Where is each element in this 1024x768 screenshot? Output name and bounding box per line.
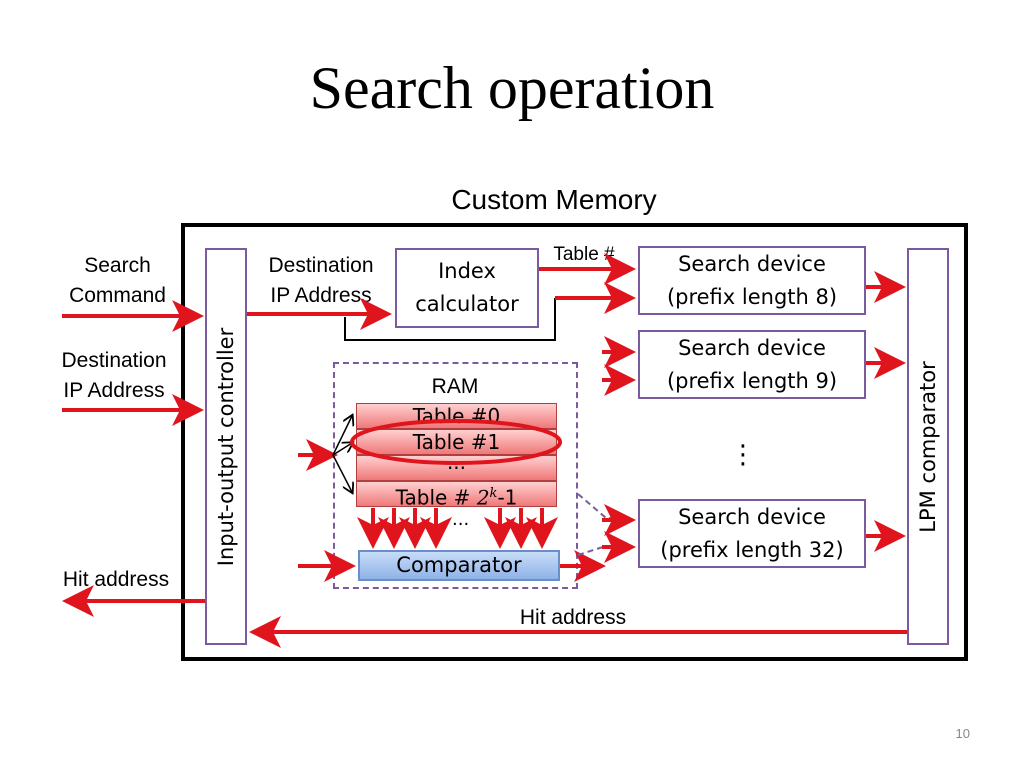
destination-ip-input-line1: Destination <box>61 349 167 372</box>
ram-arrow-ellipsis: ··· <box>452 514 470 535</box>
table-1: Table #1 <box>356 429 557 455</box>
search-device-prefix-8: Search device (prefix length 8) <box>638 246 866 315</box>
custom-memory-frame <box>181 223 968 661</box>
slide-title: Search operation <box>309 55 715 121</box>
destination-ip-internal-line2: IP Address <box>270 284 372 307</box>
table-last-base: 2 <box>476 485 490 510</box>
search-device-prefix: (prefix length 9) <box>666 368 838 393</box>
dashed-ram-to-device-32 <box>577 493 622 519</box>
search-device-prefix: (prefix length 8) <box>666 284 838 309</box>
ram-label: RAM <box>431 375 479 398</box>
index-calculator-label-line2: calculator <box>415 292 519 316</box>
search-device-title: Search device <box>678 504 826 529</box>
search-command-label: Search Command <box>60 251 175 311</box>
table-number-label: Table # <box>553 244 615 265</box>
search-device-title: Search device <box>678 251 826 276</box>
comparator: Comparator <box>358 550 560 581</box>
destination-ip-internal-label: Destination IP Address <box>255 251 387 311</box>
search-command-line1: Search <box>84 254 151 277</box>
index-calculator-label-line1: Index <box>438 259 496 283</box>
table-last: Table # 2k-1 <box>356 481 557 510</box>
lpm-comparator: LPM comparator <box>907 248 949 645</box>
search-device-prefix-9: Search device (prefix length 9) <box>638 330 866 399</box>
hit-address-internal-label: Hit address <box>519 606 627 629</box>
ram-region <box>333 362 578 589</box>
search-device-title: Search device <box>678 335 826 360</box>
destination-ip-internal-line1: Destination <box>268 254 374 277</box>
search-device-prefix: (prefix length 32) <box>660 537 844 562</box>
fan-to-table-last <box>332 454 352 492</box>
destination-ip-input-line2: IP Address <box>63 379 165 402</box>
table-1-highlight <box>350 419 562 465</box>
fan-to-table-1 <box>332 443 352 456</box>
bracket-index-to-device <box>344 298 556 341</box>
input-output-controller: Input-output controller <box>205 248 247 645</box>
custom-memory-label: Custom Memory <box>451 184 657 215</box>
table-last-suffix: -1 <box>497 485 518 510</box>
page-number: 10 <box>955 726 970 741</box>
search-device-prefix-32: Search device (prefix length 32) <box>638 499 866 568</box>
search-command-line2: Command <box>69 284 166 307</box>
index-calculator: Index calculator <box>395 248 539 328</box>
destination-ip-input-label: Destination IP Address <box>48 346 180 406</box>
device-ellipsis: ⋮ <box>730 440 756 470</box>
table-last-exponent: k <box>489 486 498 501</box>
fan-to-table-0 <box>332 416 352 456</box>
table-last-prefix: Table # <box>395 485 471 510</box>
